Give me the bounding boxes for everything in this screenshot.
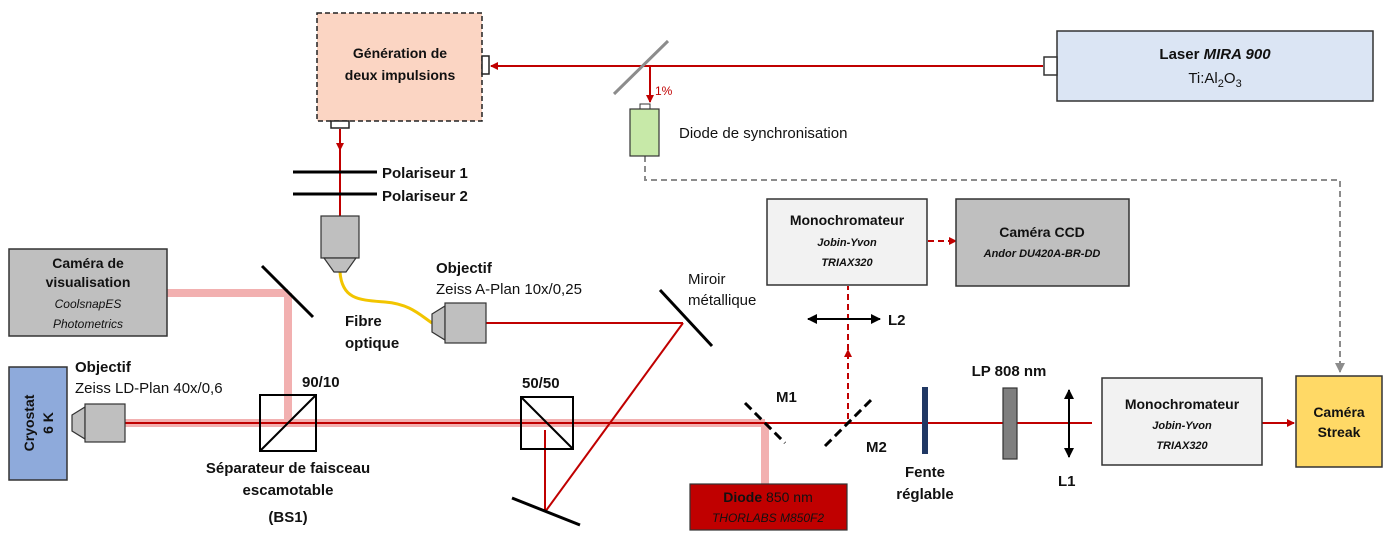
beam-splitter-50-50	[520, 396, 574, 450]
bs-ratio-50-50: 50/50	[522, 375, 560, 392]
diode850-model: THORLABS M850F2	[712, 511, 824, 525]
fiber-coupling-objective	[320, 215, 360, 273]
slit-line2: réglable	[896, 486, 954, 503]
mono-right-line2: Jobin-Yvon	[1152, 420, 1212, 432]
l2-label: L2	[888, 312, 906, 329]
camera-vis-line3: CoolsnapES	[55, 297, 122, 311]
ccd-line2: Andor DU420A-BR-DD	[983, 248, 1101, 260]
polarizer-1-label: Polariseur 1	[382, 165, 468, 182]
fiber-label-line2: optique	[345, 335, 399, 352]
laser-material: Ti:Al2O3	[1188, 70, 1241, 90]
metallic-mirror	[658, 288, 714, 348]
streak-line1: Caméra	[1313, 404, 1365, 420]
mono-right-line1: Monochromateur	[1125, 396, 1240, 412]
visualisation-beam	[167, 289, 292, 425]
separator-line1: Séparateur de faisceau	[206, 460, 370, 477]
cryostat-line1: Cryostat	[21, 394, 37, 451]
beam-splitter-90-10	[259, 394, 317, 452]
separator-line3: (BS1)	[268, 509, 307, 526]
flip-mirror-m1	[743, 401, 787, 445]
mono-top-line3: TRIAX320	[821, 257, 873, 269]
main-objective	[71, 403, 126, 443]
ccd-camera-box: Caméra CCD Andor DU420A-BR-DD	[955, 198, 1130, 287]
streak-line2: Streak	[1318, 424, 1361, 440]
monochromator-right-box: Monochromateur Jobin-Yvon TRIAX320	[1101, 377, 1263, 466]
mono-right-line3: TRIAX320	[1156, 440, 1208, 452]
cryostat-line2: 6 K	[40, 412, 56, 434]
visualisation-mirror	[260, 264, 315, 319]
sync-diode	[629, 103, 660, 157]
sampler-mirror	[612, 39, 670, 96]
objective-fiber-spec: Zeiss A-Plan 10x/0,25	[436, 281, 582, 298]
m2-label: M2	[866, 439, 887, 456]
mirror-metal-line1: Miroir	[688, 271, 726, 288]
cryostat-box: Cryostat 6 K	[8, 366, 68, 481]
l1-label: L1	[1058, 473, 1076, 490]
m1-label: M1	[776, 389, 797, 406]
polarizers	[293, 170, 377, 196]
fiber-label-line1: Fibre	[345, 313, 382, 330]
pulse-gen-line1: Génération de	[353, 45, 447, 61]
objective-fiber-title: Objectif	[436, 260, 493, 277]
bs-ratio-90-10: 90/10	[302, 374, 340, 391]
laser-beam-path	[336, 62, 1043, 216]
laser-name: Laser	[1159, 46, 1203, 63]
longpass-filter	[1002, 387, 1018, 460]
separator-line2: escamotable	[243, 482, 334, 499]
sync-trigger-line	[644, 156, 1345, 373]
fiber-output-objective	[431, 302, 487, 344]
monochromator-top-box: Monochromateur Jobin-Yvon TRIAX320	[766, 198, 928, 286]
sync-percent: 1%	[655, 84, 673, 98]
mono-top-line2: Jobin-Yvon	[817, 237, 877, 249]
laser-model: MIRA 900	[1204, 46, 1272, 63]
sync-diode-label: Diode de synchronisation	[679, 125, 847, 142]
camera-vis-line1: Caméra de	[52, 255, 124, 271]
polarizer-2-label: Polariseur 2	[382, 188, 468, 205]
slit-line1: Fente	[905, 464, 945, 481]
objective-main-title: Objectif	[75, 359, 132, 376]
objective-main-spec: Zeiss LD-Plan 40x/0,6	[75, 380, 223, 397]
mono-top-line1: Monochromateur	[790, 212, 905, 228]
svg-text:Laser MIRA 900: Laser MIRA 900	[1159, 46, 1271, 63]
optical-fiber	[338, 271, 433, 325]
diode850-label: Diode 850 nm	[723, 489, 812, 505]
mirror-metal-line2: métallique	[688, 292, 756, 309]
pulse-gen-line2: deux impulsions	[345, 67, 456, 83]
pulse-generation-box: Génération de deux impulsions	[316, 12, 490, 129]
visualisation-camera-box: Caméra de visualisation CoolsnapES Photo…	[8, 248, 168, 337]
ccd-line1: Caméra CCD	[999, 224, 1085, 240]
filter-label: LP 808 nm	[972, 363, 1047, 380]
diode-850-box: Diode 850 nm THORLABS M850F2	[689, 483, 848, 531]
streak-camera-box: Caméra Streak	[1295, 375, 1383, 468]
camera-vis-line4: Photometrics	[53, 317, 123, 331]
lower-mirror	[511, 496, 581, 527]
camera-vis-line2: visualisation	[46, 274, 131, 290]
adjustable-slit	[922, 387, 928, 454]
laser-box: Laser MIRA 900 Ti:Al2O3	[1043, 30, 1374, 102]
flip-mirror-m2	[823, 397, 874, 448]
